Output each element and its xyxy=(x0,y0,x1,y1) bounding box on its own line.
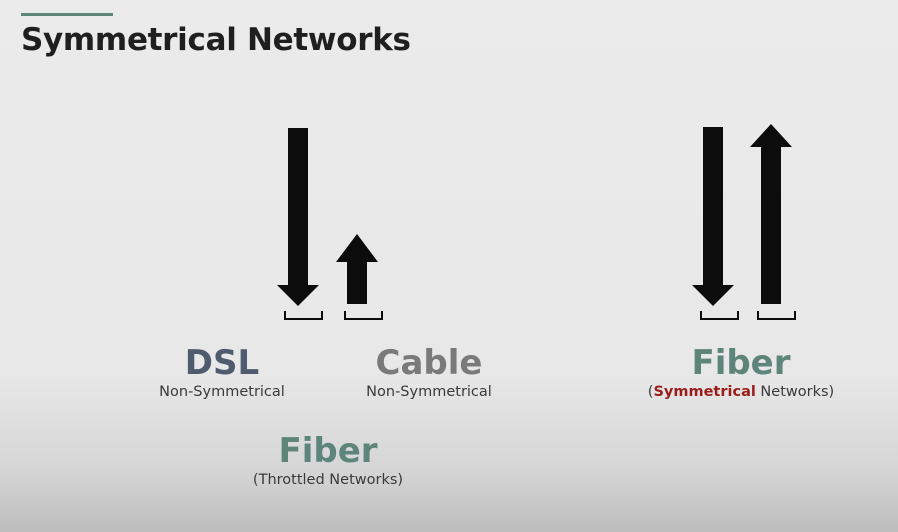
slide-title: Symmetrical Networks xyxy=(21,22,411,58)
fiber-symmetrical-description-open: ( xyxy=(647,384,654,400)
bracket-icon xyxy=(700,311,739,320)
dsl-name: DSL xyxy=(184,343,260,383)
arrow-down-icon xyxy=(277,128,319,306)
dsl-description: Non-Symmetrical xyxy=(159,384,285,400)
cable-description: Non-Symmetrical xyxy=(366,384,492,400)
fiber-throttled-label-group: Fiber (Throttled Networks) xyxy=(253,431,403,489)
fiber-throttled-description-text: Throttled Networks xyxy=(258,472,398,488)
asymmetric-arrows xyxy=(277,128,383,320)
arrow-down-icon xyxy=(692,127,734,306)
fiber-symmetrical-name: Fiber xyxy=(691,343,791,383)
fiber-throttled-description: (Throttled Networks) xyxy=(253,471,403,489)
bracket-icon xyxy=(344,311,383,320)
fiber-throttled-description-open: ( xyxy=(252,472,259,488)
fiber-throttled-name: Fiber xyxy=(278,431,378,471)
fiber-symmetrical-description-rest: Networks) xyxy=(755,384,835,400)
title-accent-line xyxy=(21,13,113,16)
symmetric-arrows xyxy=(692,124,796,320)
fiber-throttled-description-close: ) xyxy=(397,472,404,488)
bracket-icon xyxy=(757,311,796,320)
dsl-label-group: DSL Non-Symmetrical xyxy=(159,343,285,401)
arrow-up-icon xyxy=(336,234,378,304)
arrow-up-icon xyxy=(750,124,792,304)
cable-name: Cable xyxy=(375,343,483,383)
cable-label-group: Cable Non-Symmetrical xyxy=(366,343,492,401)
bracket-icon xyxy=(284,311,323,320)
fiber-symmetrical-highlight: Symmetrical xyxy=(653,384,756,400)
fiber-symmetrical-description: (Symmetrical Networks) xyxy=(648,383,834,401)
fiber-symmetrical-label-group: Fiber (Symmetrical Networks) xyxy=(648,343,834,401)
